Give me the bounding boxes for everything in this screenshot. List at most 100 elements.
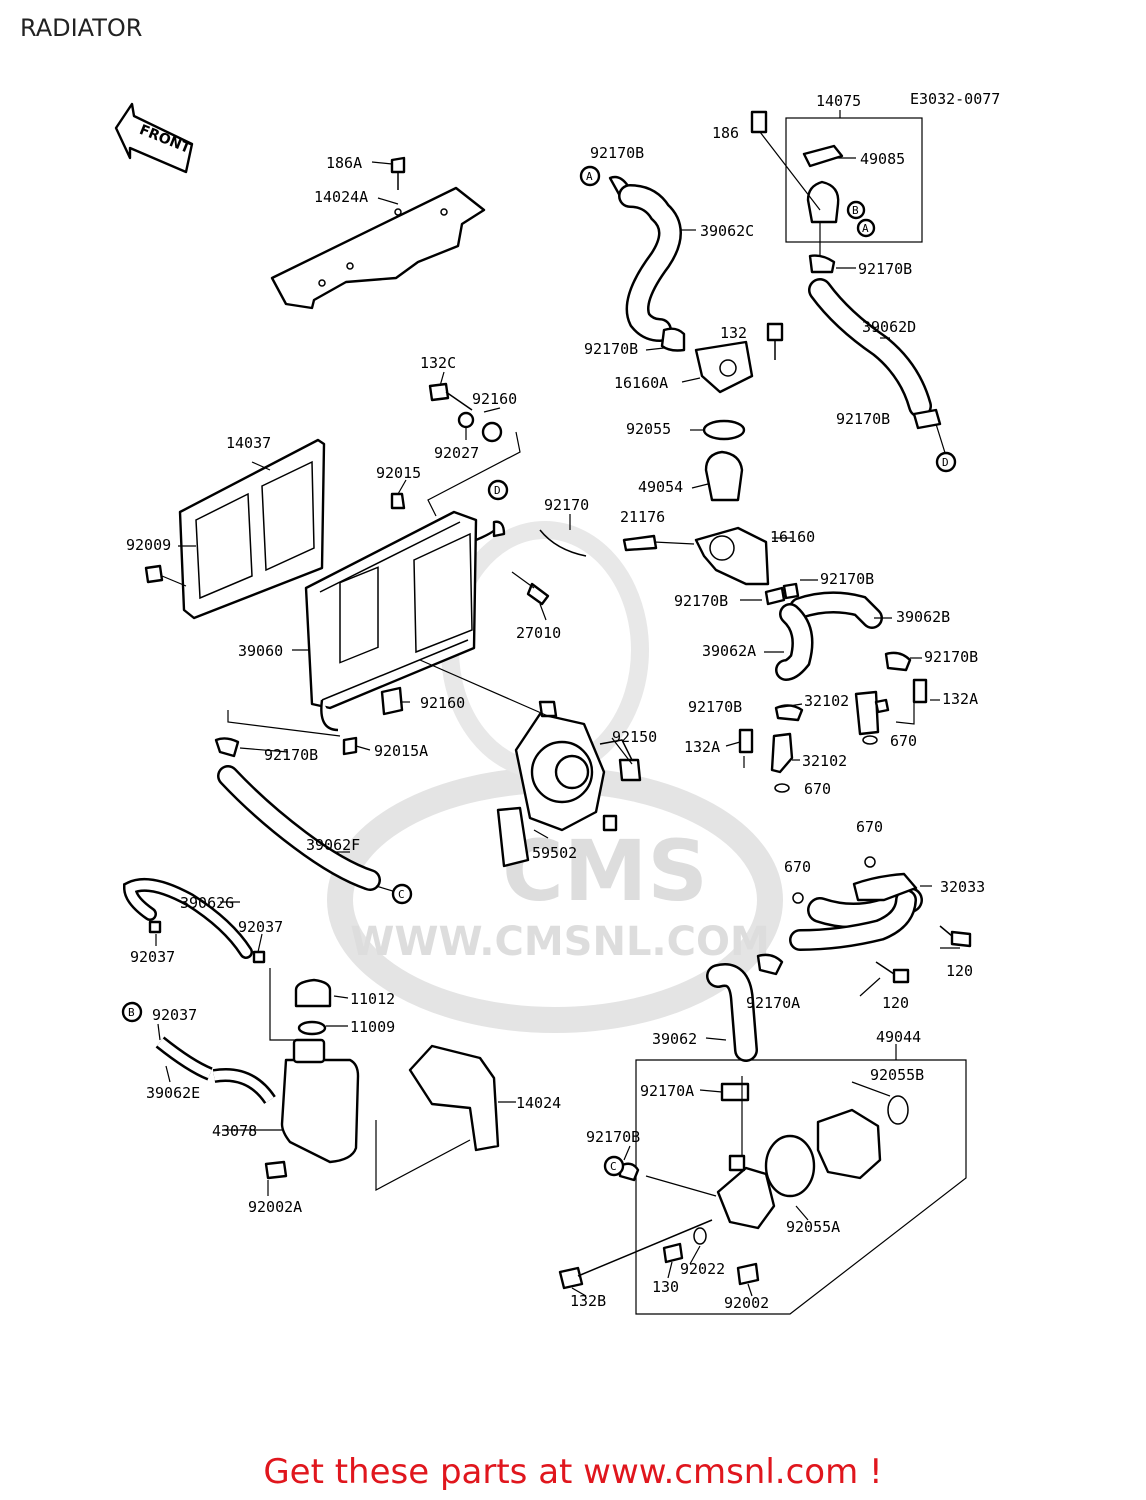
- shroud-14024a: [270, 156, 486, 310]
- pipe-32033: [706, 856, 972, 1102]
- label-39060: 39060: [238, 642, 283, 660]
- label-92170b-5: 92170B: [820, 570, 874, 588]
- label-27010: 27010: [516, 624, 561, 642]
- label-92055b: 92055B: [870, 1066, 924, 1084]
- label-670-1: 670: [890, 732, 917, 750]
- label-120-1: 120: [946, 962, 973, 980]
- label-92160-2: 92160: [420, 694, 465, 712]
- label-16160: 16160: [770, 528, 815, 546]
- label-92170b-7: 92170B: [924, 648, 978, 666]
- label-92170b-10: 92170B: [586, 1128, 640, 1146]
- label-14024a: 14024A: [314, 188, 368, 206]
- label-39062a: 39062A: [702, 642, 756, 660]
- label-32033: 32033: [940, 878, 985, 896]
- label-49054: 49054: [638, 478, 683, 496]
- label-92170b-3: 92170B: [584, 340, 638, 358]
- ref-c-1: C: [398, 888, 405, 901]
- hoses-39062a-b: [738, 582, 928, 793]
- ref-b-1: B: [852, 204, 859, 217]
- label-120-2: 120: [882, 994, 909, 1012]
- label-92170a-1: 92170A: [746, 994, 800, 1012]
- label-92055: 92055: [626, 420, 671, 438]
- ref-a-1: A: [586, 170, 593, 183]
- label-59502: 59502: [532, 844, 577, 862]
- radiator-hardware: [214, 382, 587, 758]
- label-14024: 14024: [516, 1094, 561, 1112]
- label-39062f: 39062F: [306, 836, 360, 854]
- label-132a-2: 132A: [684, 738, 720, 756]
- ref-a-2: A: [862, 222, 869, 235]
- label-92027: 92027: [434, 444, 479, 462]
- label-92002: 92002: [724, 1294, 769, 1312]
- label-132b: 132B: [570, 1292, 606, 1310]
- thermostat-assembly: [608, 110, 947, 586]
- watermark-logo: CMS: [502, 822, 708, 920]
- label-11012: 11012: [350, 990, 395, 1008]
- label-39062b: 39062B: [896, 608, 950, 626]
- label-92037-1: 92037: [130, 948, 175, 966]
- radiator-39060: [292, 510, 500, 732]
- page-title: RADIATOR: [20, 14, 143, 42]
- bracket-14024: [375, 1044, 516, 1191]
- label-92170b-8: 92170B: [688, 698, 742, 716]
- label-43078: 43078: [212, 1122, 257, 1140]
- ref-c-2: C: [610, 1160, 617, 1173]
- label-186a: 186A: [326, 154, 362, 172]
- label-32102-2: 32102: [802, 752, 847, 770]
- label-92170b-6: 92170B: [674, 592, 728, 610]
- diagram-code: E3032-0077: [910, 90, 1000, 108]
- leader-lines: [155, 157, 960, 1297]
- label-32102-1: 32102: [804, 692, 849, 710]
- ref-d-1: D: [942, 456, 949, 469]
- label-670-4: 670: [784, 858, 811, 876]
- reference-callouts: A B A D D C B C: [121, 165, 957, 1177]
- reservoir-43078: [155, 968, 360, 1180]
- label-92170b-4: 92170B: [836, 410, 890, 428]
- label-670-2: 670: [804, 780, 831, 798]
- label-92037-3: 92037: [152, 1006, 197, 1024]
- label-39062c: 39062C: [700, 222, 754, 240]
- label-11009: 11009: [350, 1018, 395, 1036]
- label-670-3: 670: [856, 818, 883, 836]
- label-92150: 92150: [612, 728, 657, 746]
- water-pump: [558, 1044, 967, 1315]
- label-92170b-2: 92170B: [858, 260, 912, 278]
- label-186: 186: [712, 124, 739, 142]
- label-92015: 92015: [376, 464, 421, 482]
- front-arrow: FRONT: [114, 102, 194, 174]
- label-130: 130: [652, 1278, 679, 1296]
- label-16160a: 16160A: [614, 374, 668, 392]
- label-92015a: 92015A: [374, 742, 428, 760]
- label-14075: 14075: [816, 92, 861, 110]
- label-92022: 92022: [680, 1260, 725, 1278]
- label-21176: 21176: [620, 508, 665, 526]
- label-39062g: 39062G: [180, 894, 234, 912]
- label-49044: 49044: [876, 1028, 921, 1046]
- label-92170b-9: 92170B: [264, 746, 318, 764]
- ref-d-2: D: [494, 484, 501, 497]
- radiator-cover-14037: [144, 438, 326, 620]
- radiator-exploded-diagram: CMS WWW.CMSNL.COM FRONT E3032-0077: [114, 90, 1000, 1315]
- label-39062: 39062: [652, 1030, 697, 1048]
- label-92170a-2: 92170A: [640, 1082, 694, 1100]
- label-39062e: 39062E: [146, 1084, 200, 1102]
- part-labels: 14075 186 49085 92170B 39062C 92170B 390…: [126, 92, 985, 1312]
- hose-39062g: [122, 877, 266, 964]
- footer-promo-link[interactable]: Get these parts at www.cmsnl.com !: [263, 1452, 883, 1492]
- label-92170b-1: 92170B: [590, 144, 644, 162]
- label-132a-1: 132A: [942, 690, 978, 708]
- label-92009: 92009: [126, 536, 171, 554]
- label-132c: 132C: [420, 354, 456, 372]
- label-92002a: 92002A: [248, 1198, 302, 1216]
- label-49085: 49085: [860, 150, 905, 168]
- watermark-url: WWW.CMSNL.COM: [350, 919, 770, 965]
- label-92170: 92170: [544, 496, 589, 514]
- label-39062d: 39062D: [862, 318, 916, 336]
- ref-b-2: B: [128, 1006, 135, 1019]
- label-92055a: 92055A: [786, 1218, 840, 1236]
- label-132: 132: [720, 324, 747, 342]
- label-92160-1: 92160: [472, 390, 517, 408]
- label-14037: 14037: [226, 434, 271, 452]
- fan-59502: [419, 659, 642, 868]
- label-92037-2: 92037: [238, 918, 283, 936]
